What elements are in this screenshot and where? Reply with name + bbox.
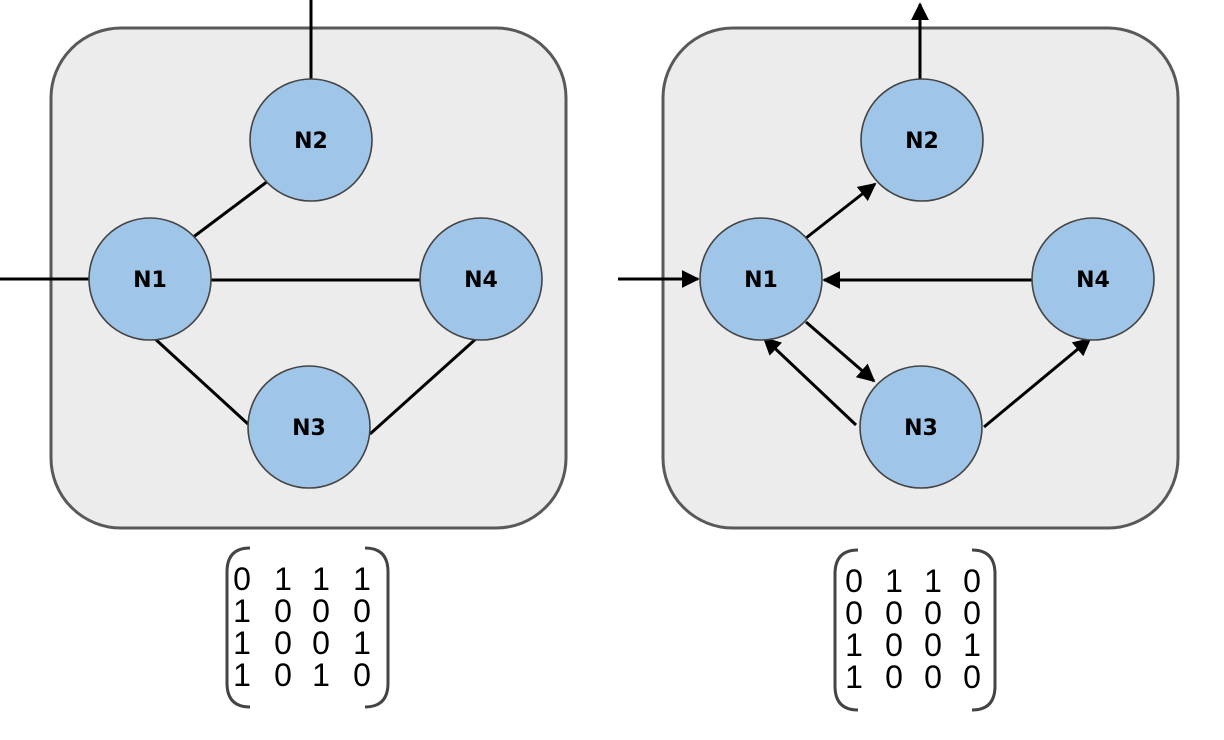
matrix-cell: 1 [845, 627, 863, 663]
undirected-graph: N2 N1 N4 N3 [0, 0, 568, 530]
edge-n1-n3 [151, 335, 250, 426]
node-label: N4 [1076, 268, 1110, 293]
matrix-cell: 1 [885, 563, 903, 599]
matrix-cell: 0 [963, 659, 981, 695]
matrix-left-bracket [225, 546, 251, 709]
edge-n3-to-n4 [983, 337, 1092, 429]
node-n3: N3 [247, 365, 371, 489]
node-circle [699, 217, 823, 341]
node-circle [859, 365, 983, 489]
node-n1: N1 [699, 217, 823, 341]
matrix-cell: 1 [353, 561, 371, 597]
matrix-cell: 0 [353, 657, 371, 693]
matrix-cell: 0 [963, 563, 981, 599]
node-circle [860, 78, 984, 202]
node-n3: N3 [859, 365, 983, 489]
matrix-cell: 0 [274, 657, 292, 693]
matrix-cell: 0 [845, 595, 863, 631]
node-circle [249, 78, 373, 202]
node-n2: N2 [249, 78, 373, 202]
node-label: N3 [292, 416, 326, 441]
matrix-cell: 0 [274, 593, 292, 629]
matrix-cell: 1 [312, 657, 330, 693]
matrix-cell: 1 [274, 561, 292, 597]
node-label: N3 [904, 416, 938, 441]
edge-n3-to-n1 [762, 336, 858, 427]
matrix-cell: 1 [312, 561, 330, 597]
matrix-cell: 0 [353, 593, 371, 629]
edge-n1-to-n3 [805, 320, 876, 383]
node-n4: N4 [419, 217, 543, 341]
matrix-cell: 0 [885, 627, 903, 663]
matrix-cell: 0 [233, 561, 251, 597]
matrix-cell: 1 [233, 657, 251, 693]
node-n4: N4 [1031, 217, 1155, 341]
matrix-right-bracket [971, 548, 997, 712]
node-label: N1 [744, 268, 778, 293]
matrix-cell: 0 [924, 659, 942, 695]
matrix-right-bracket [364, 546, 390, 709]
matrix-cell: 0 [885, 595, 903, 631]
node-circle [247, 365, 371, 489]
matrix-cell: 1 [924, 563, 942, 599]
node-circle [419, 217, 543, 341]
node-label: N2 [905, 129, 939, 154]
edge-n3-n4 [368, 335, 480, 436]
node-circle [1031, 217, 1155, 341]
node-n1: N1 [88, 217, 212, 341]
node-n2: N2 [860, 78, 984, 202]
matrix-left-bracket [833, 548, 859, 712]
matrix-cell: 0 [274, 625, 292, 661]
node-label: N4 [464, 268, 498, 293]
node-circle [88, 217, 212, 341]
matrix-cell: 0 [963, 595, 981, 631]
matrix-cell: 1 [233, 625, 251, 661]
matrix-cell: 0 [312, 625, 330, 661]
directed-graph: N2 N1 N4 N3 [618, 2, 1180, 530]
node-label: N1 [133, 268, 167, 293]
adjacency-matrix-directed: 0 1 1 0 0 0 0 0 1 0 0 1 1 0 0 0 [833, 548, 997, 712]
edge-n1-to-n2 [805, 182, 877, 240]
matrix-cell: 1 [845, 659, 863, 695]
matrix-cell: 0 [312, 593, 330, 629]
matrix-cell: 0 [885, 659, 903, 695]
matrix-cell: 1 [963, 627, 981, 663]
matrix-cell: 0 [924, 595, 942, 631]
edge-n1-n2 [191, 179, 269, 240]
matrix-cell: 0 [845, 563, 863, 599]
matrix-cell: 0 [924, 627, 942, 663]
matrix-cell: 1 [233, 593, 251, 629]
adjacency-matrix-undirected: 0 1 1 1 1 0 0 0 1 0 0 1 1 0 1 0 [225, 546, 390, 709]
node-label: N2 [294, 129, 328, 154]
matrix-cell: 1 [353, 625, 371, 661]
